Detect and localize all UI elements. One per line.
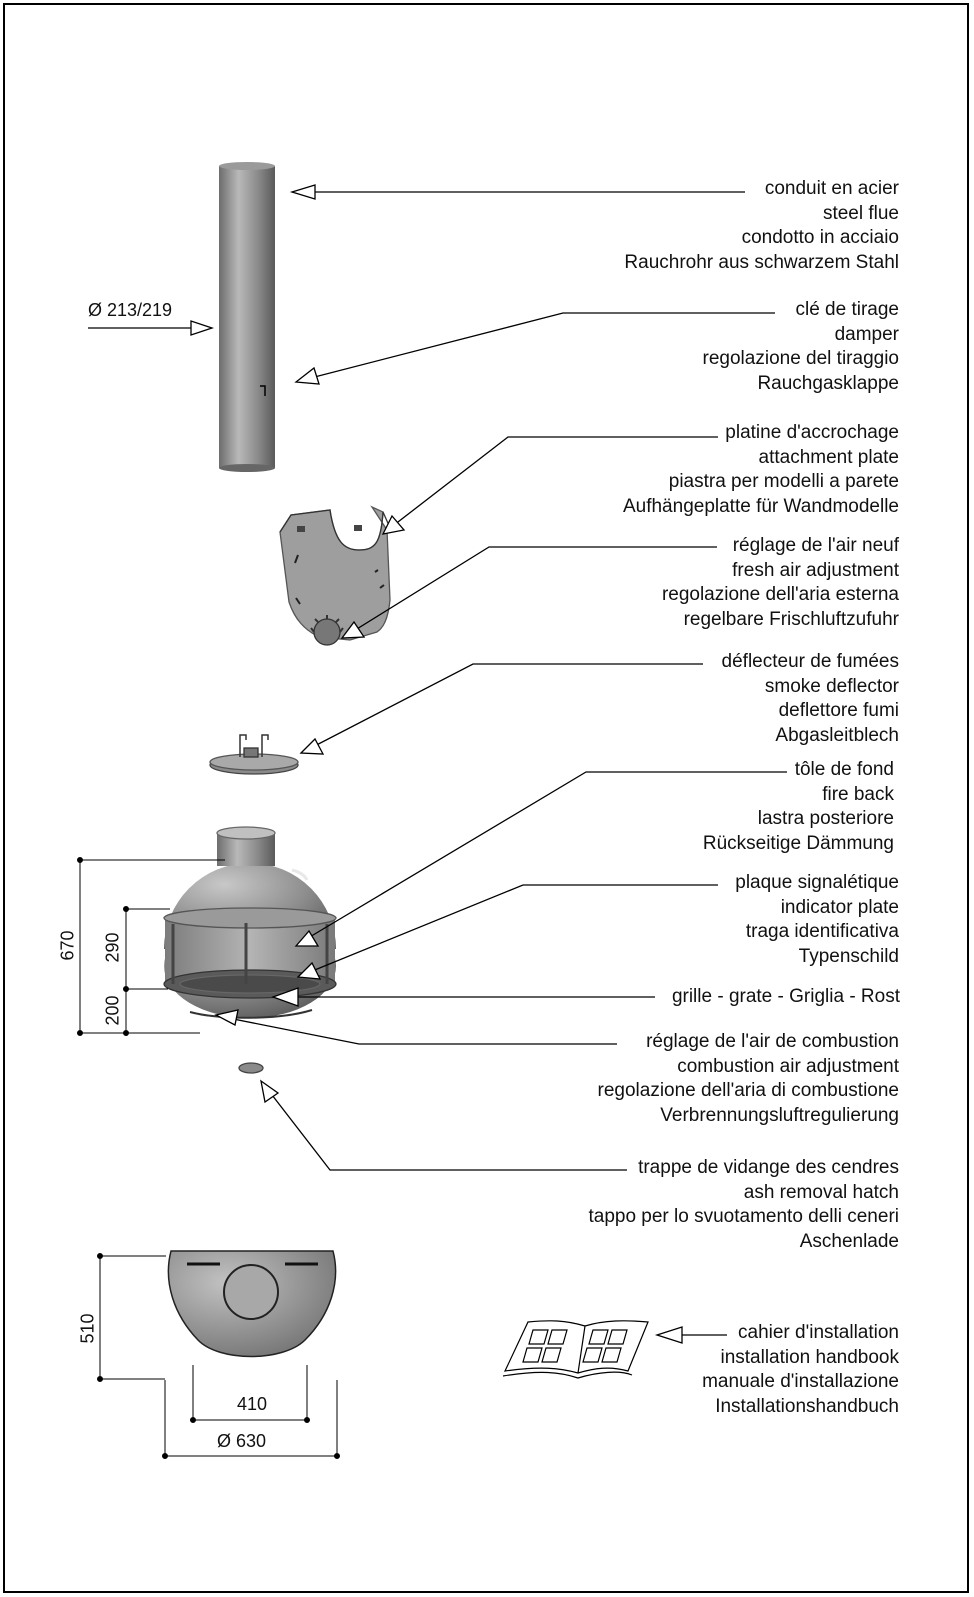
label-line: Typenschild bbox=[798, 945, 899, 967]
label-line: installation handbook bbox=[720, 1346, 899, 1368]
label-line: trappe de vidange des cendres bbox=[638, 1157, 899, 1178]
label-line: réglage de l'air neuf bbox=[732, 535, 899, 556]
label-line: tôle de fond bbox=[794, 759, 894, 780]
label-line: Verbrennungsluftregulierung bbox=[660, 1104, 899, 1126]
label-line: deflettore fumi bbox=[778, 700, 899, 721]
dim-opening-width: 410 bbox=[237, 1394, 268, 1414]
dim-base-height: 200 bbox=[102, 995, 123, 1026]
label-line: Abgasleitblech bbox=[775, 724, 899, 746]
dim-diameter: Ø 630 bbox=[217, 1431, 267, 1451]
label-steel-flue: conduit en acier steel flue condotto in … bbox=[624, 177, 899, 275]
label-line: cahier d'installation bbox=[738, 1322, 899, 1343]
smoke-deflector bbox=[209, 734, 299, 775]
dim-glass-height: 290 bbox=[102, 932, 123, 963]
label-line: déflecteur de fumées bbox=[721, 651, 899, 672]
label-line: damper bbox=[834, 323, 899, 345]
label-fresh-air: réglage de l'air neuf fresh air adjustme… bbox=[662, 534, 899, 632]
page-frame bbox=[3, 3, 969, 1593]
label-line: clé de tirage bbox=[795, 299, 899, 320]
label-line: regelbare Frischluftzufuhr bbox=[683, 608, 899, 630]
label-line: regolazione dell'aria di combustione bbox=[597, 1080, 899, 1101]
label-ash-hatch: trappe de vidange des cendres ash remova… bbox=[588, 1156, 899, 1254]
label-line: traga identificativa bbox=[745, 921, 899, 942]
label-line: tappo per lo svuotamento delli ceneri bbox=[588, 1206, 899, 1227]
label-damper: clé de tirage damper regolazione del tir… bbox=[703, 298, 899, 396]
label-line: indicator plate bbox=[780, 896, 899, 918]
label-line: réglage de l'air de combustion bbox=[646, 1031, 899, 1052]
label-line: regolazione del tiraggio bbox=[702, 348, 899, 369]
label-line: conduit en acier bbox=[764, 178, 899, 199]
steel-flue bbox=[219, 162, 275, 472]
label-line: piastra per modelli a parete bbox=[668, 471, 899, 492]
label-line: platine d'accrochage bbox=[725, 422, 899, 443]
attachment-plate bbox=[279, 505, 392, 646]
top-view bbox=[167, 1250, 337, 1358]
label-line: fresh air adjustment bbox=[732, 559, 899, 581]
label-line: fire back bbox=[822, 783, 894, 805]
label-line: ash removal hatch bbox=[743, 1181, 899, 1203]
label-line: Rauchgasklappe bbox=[757, 372, 899, 394]
dim-flue-diameter: Ø 213/219 bbox=[88, 300, 173, 320]
label-line: combustion air adjustment bbox=[677, 1055, 899, 1077]
label-combustion-air: réglage de l'air de combustion combustio… bbox=[598, 1030, 899, 1128]
label-smoke-deflector: déflecteur de fumées smoke deflector def… bbox=[722, 650, 899, 748]
dim-total-height: 670 bbox=[57, 930, 78, 961]
label-attachment-plate: platine d'accrochage attachment plate pi… bbox=[623, 421, 899, 519]
label-line: Aufhängeplatte für Wandmodelle bbox=[622, 495, 899, 517]
label-line: Rückseitige Dämmung bbox=[702, 832, 894, 854]
label-line: condotto in acciaio bbox=[741, 227, 899, 248]
label-indicator-plate: plaque signalétique indicator plate trag… bbox=[735, 871, 899, 969]
handbook-icon bbox=[502, 1320, 649, 1379]
dim-depth: 510 bbox=[77, 1313, 98, 1344]
ash-hatch bbox=[238, 1062, 264, 1074]
label-line: steel flue bbox=[822, 202, 899, 224]
label-line: Installationshandbuch bbox=[715, 1395, 899, 1417]
label-line: regolazione dell'aria esterna bbox=[661, 584, 899, 605]
label-line: plaque signalétique bbox=[735, 872, 899, 893]
label-handbook: cahier d'installation installation handb… bbox=[702, 1321, 899, 1419]
label-line: lastra posteriore bbox=[757, 808, 894, 829]
label-line: Rauchrohr aus schwarzem Stahl bbox=[624, 251, 899, 273]
label-fire-back: tôle de fond fire back lastra posteriore… bbox=[703, 758, 894, 856]
label-line: Aschenlade bbox=[799, 1230, 899, 1252]
label-line: smoke deflector bbox=[764, 675, 899, 697]
label-grate: grille - grate - Griglia - Rost bbox=[672, 985, 900, 1010]
label-line: attachment plate bbox=[758, 446, 899, 468]
label-line: manuale d'installazione bbox=[702, 1371, 899, 1392]
label-line: grille - grate - Griglia - Rost bbox=[671, 986, 900, 1007]
stove-body bbox=[163, 826, 337, 1019]
